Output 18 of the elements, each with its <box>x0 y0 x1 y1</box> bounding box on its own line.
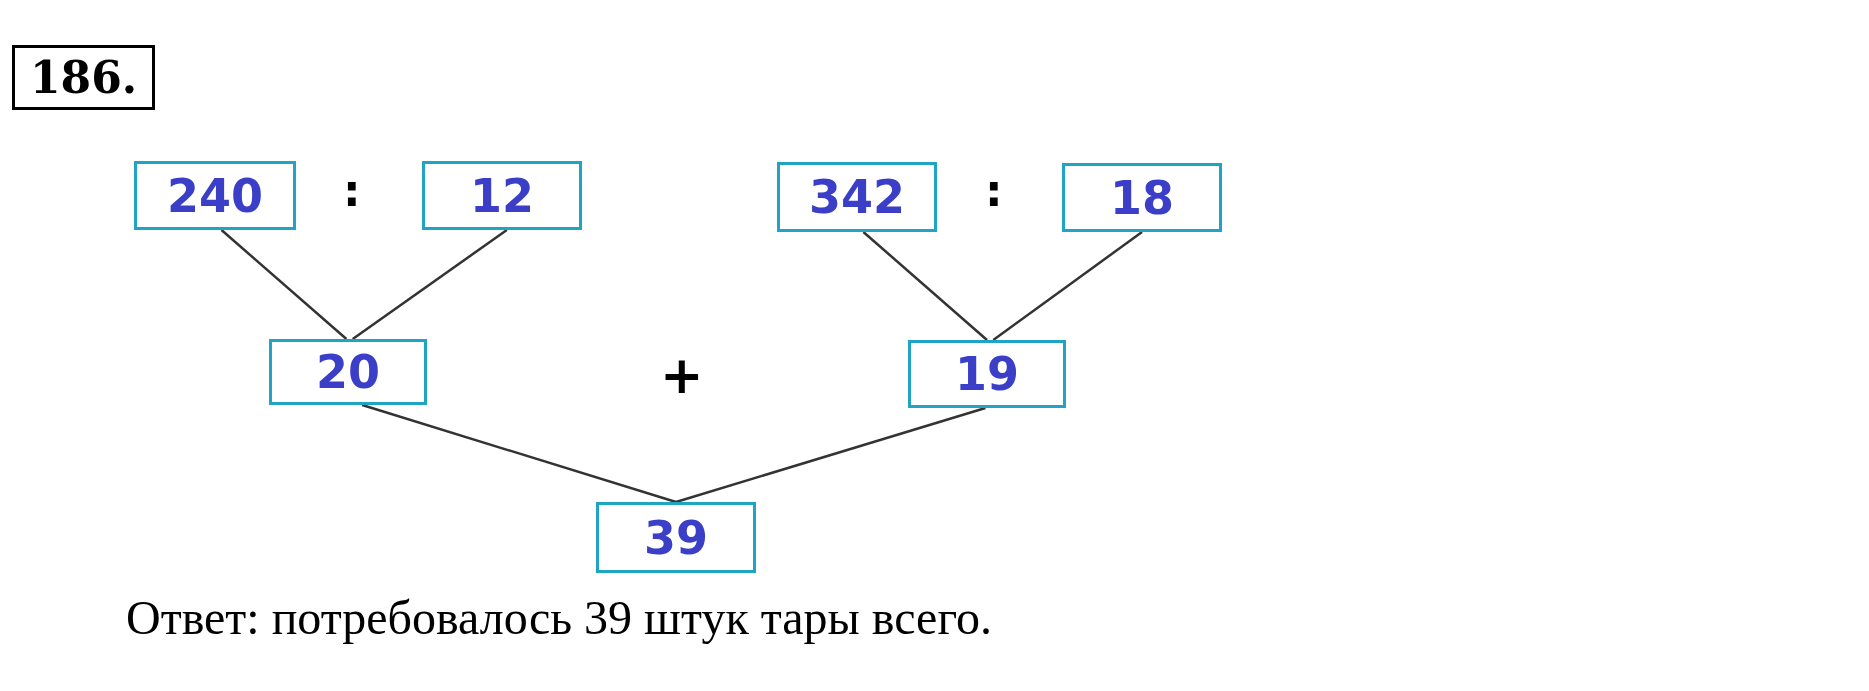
connector-line <box>862 231 988 341</box>
operation-sign: : <box>985 165 1003 216</box>
number-box: 12 <box>422 161 582 230</box>
connector-line <box>361 403 677 504</box>
connector-line <box>220 229 348 340</box>
number-box: 20 <box>269 339 427 405</box>
answer-text: Ответ: потребовалось 39 штук тары всего. <box>126 590 992 645</box>
number-box: 342 <box>777 162 937 232</box>
operation-sign: + <box>660 345 704 405</box>
connector-line <box>992 231 1143 341</box>
number-box: 19 <box>908 340 1066 408</box>
number-box: 240 <box>134 161 296 230</box>
connector-line <box>352 228 508 341</box>
connector-line <box>675 406 986 504</box>
number-box: 39 <box>596 502 756 573</box>
operation-sign: : <box>343 165 361 216</box>
exercise-number: 186. <box>12 45 155 110</box>
number-box: 18 <box>1062 163 1222 232</box>
